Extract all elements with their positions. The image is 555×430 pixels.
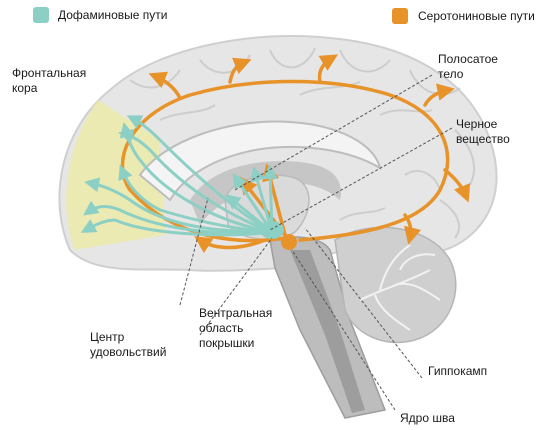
vta-label: Вентральная область покрышки — [199, 306, 272, 351]
raphe-nucleus — [281, 234, 297, 250]
frontal-cortex-label: Фронтальная кора — [12, 66, 86, 96]
serotonin-legend-swatch — [392, 8, 408, 24]
reward-center-label: Центр удовольствий — [90, 330, 166, 360]
striatum-label: Полосатое тело — [438, 52, 498, 82]
substantia-nigra-label: Черное вещество — [456, 117, 510, 147]
serotonin-legend-label: Серотониновые пути — [418, 9, 535, 24]
dopamine-legend-label: Дофаминовые пути — [58, 8, 167, 23]
dopamine-legend-swatch — [33, 7, 49, 23]
hippocampus-label: Гиппокамп — [428, 364, 487, 379]
raphe-nucleus-label: Ядро шва — [400, 411, 455, 426]
